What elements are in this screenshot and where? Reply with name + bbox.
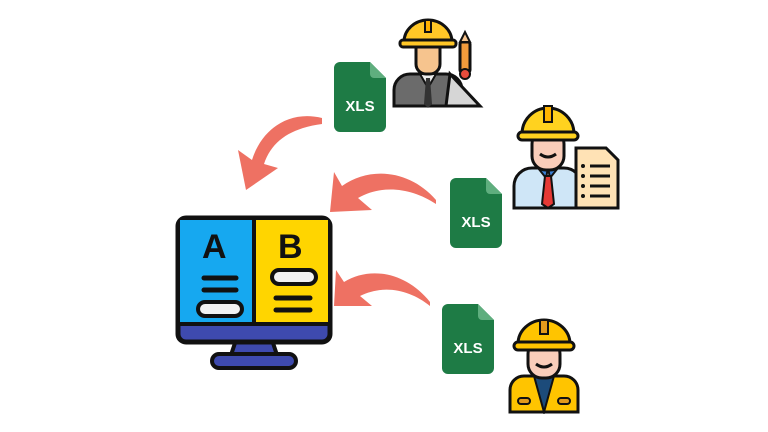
ab-test-computer: A B (174, 214, 334, 374)
worker-avatar-icon (508, 318, 580, 416)
panel-b-letter: B (278, 228, 303, 266)
xls-label: XLS (461, 214, 491, 231)
xls-file-3: XLS (442, 304, 494, 374)
engineer-1 (388, 12, 484, 108)
curved-arrow-icon (238, 116, 436, 306)
xls-file-1: XLS (334, 62, 386, 132)
engineer-with-document-icon (512, 105, 620, 210)
panel-a-letter: A (202, 228, 227, 266)
spreadsheet-file-icon (334, 62, 386, 132)
xls-label: XLS (345, 98, 375, 115)
engineer-2 (510, 100, 622, 212)
spreadsheet-file-icon (442, 304, 494, 374)
xls-label: XLS (453, 340, 483, 357)
engineer-avatar-icon (392, 18, 484, 108)
xls-file-2: XLS (450, 178, 502, 248)
spreadsheet-file-icon (450, 178, 502, 248)
worker-3 (506, 318, 582, 416)
monitor-icon (175, 215, 333, 370)
